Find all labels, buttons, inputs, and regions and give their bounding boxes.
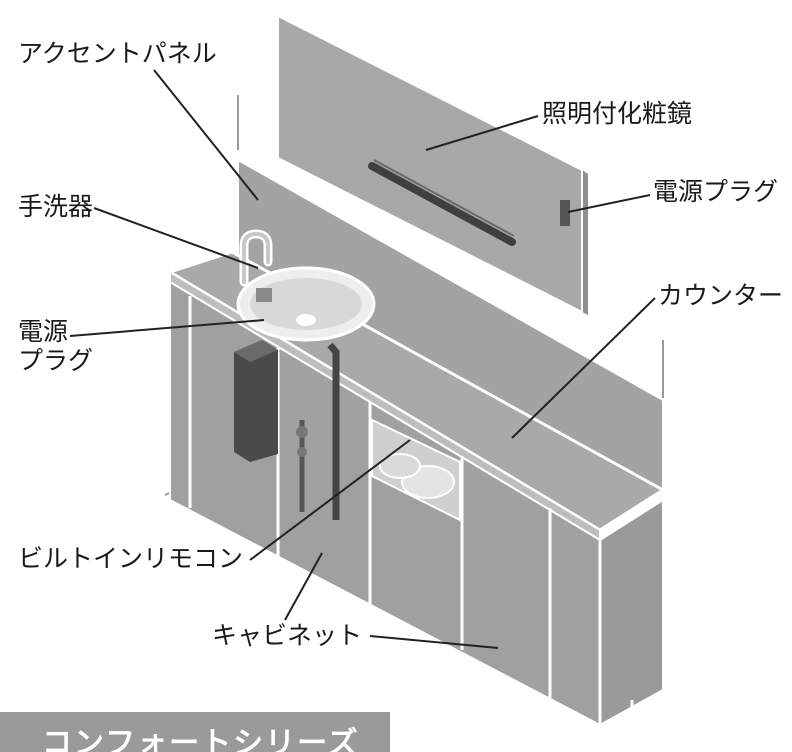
pipe-fitting: [297, 447, 307, 457]
label-power-plug-left-line2: プラグ: [18, 345, 94, 375]
pipe-fitting: [296, 426, 308, 438]
leader-cabinet-b: [369, 635, 499, 649]
mirror-power-plug: [560, 200, 570, 226]
water-heater: [234, 340, 278, 462]
leader-mirror: [425, 115, 539, 151]
series-banner: コンフォートシリーズ: [0, 712, 390, 752]
label-cabinet: キャビネット: [212, 621, 363, 650]
builtin-remote-roll: [379, 453, 421, 479]
label-power-plug-left-line1: 電源: [18, 317, 69, 346]
leader-cabinet-a: [284, 552, 323, 621]
label-counter: カウンター: [658, 281, 784, 310]
leader-hand-washer: [93, 207, 259, 269]
label-hand-washer: 手洗器: [18, 192, 94, 221]
mirror-light-bar: [368, 162, 516, 246]
sink-drain: [296, 314, 316, 326]
mirror-light-bar-edge: [373, 159, 515, 237]
leader-plug-top: [567, 194, 651, 213]
label-power-plug-left: 電源 プラグ: [18, 317, 94, 376]
series-banner-text: コンフォートシリーズ: [42, 726, 360, 752]
leader-remote: [249, 439, 411, 561]
cabinet-side: [599, 498, 664, 727]
leader-accent-panel: [153, 69, 259, 201]
leader-plug-left: [69, 319, 265, 337]
cabinet-foot: [630, 700, 650, 730]
label-builtin-remote: ビルトインリモコン: [18, 544, 244, 573]
drain-pipe: [327, 342, 340, 520]
label-accent-panel: アクセントパネル: [18, 39, 217, 68]
water-heater-top: [234, 340, 278, 362]
sink-power-plug: [256, 288, 272, 302]
faucet-inner: [242, 231, 270, 284]
sink-bowl: [250, 278, 362, 330]
leader-counter: [511, 297, 656, 439]
label-lighted-mirror: 照明付化粧鏡: [542, 99, 693, 128]
label-power-plug-top: 電源プラグ: [653, 177, 779, 206]
